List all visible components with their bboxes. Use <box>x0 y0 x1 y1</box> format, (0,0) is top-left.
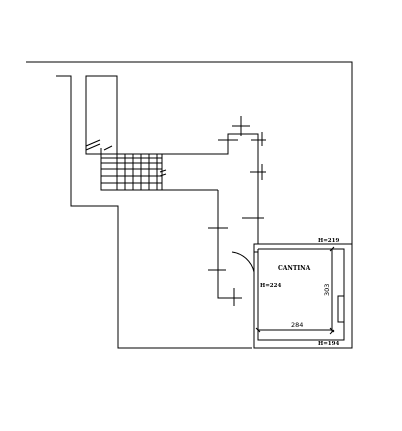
break-mark-stairs <box>160 170 166 176</box>
outer-boundary <box>26 62 352 348</box>
cantina-inner-wall <box>258 249 344 340</box>
door-swing <box>232 252 254 272</box>
cantina-outer-wall <box>254 244 352 348</box>
stair-run <box>101 148 218 190</box>
dimension-width: 284 <box>291 321 303 329</box>
stair-enclosure <box>86 76 117 154</box>
corridor-wall-left <box>218 190 234 300</box>
height-label-bottom-right: H=194 <box>318 341 339 347</box>
window-niche <box>338 296 344 322</box>
height-label-left: H=224 <box>260 283 281 289</box>
wall-ticks <box>208 116 266 306</box>
left-wall <box>56 76 252 348</box>
break-mark-left <box>86 140 112 150</box>
dimension-depth: 303 <box>323 284 331 296</box>
height-label-top-right: H=219 <box>318 238 339 244</box>
stair-treads <box>101 154 162 190</box>
room-label: CANTINA <box>278 265 311 272</box>
